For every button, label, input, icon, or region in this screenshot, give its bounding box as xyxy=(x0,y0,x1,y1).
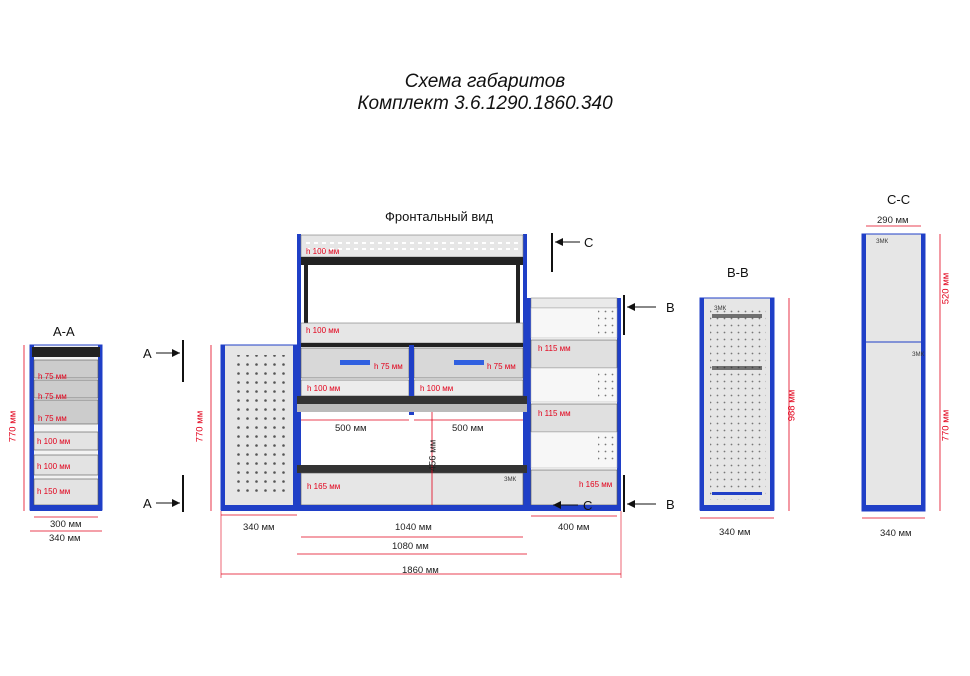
right-drawer-h115-mid: h 115 мм xyxy=(538,409,571,418)
section-mark-a-bottom: А xyxy=(143,496,152,511)
brand-logo-cc-top: ЗМК xyxy=(876,239,889,245)
aa-drawer-h75-1: h 75 мм xyxy=(38,372,67,381)
front-drawer-h100-left: h 100 мм xyxy=(307,384,341,393)
aa-height: 770 мм xyxy=(7,410,19,443)
bb-view-label: B-B xyxy=(727,265,749,280)
front-bottom-h165: h 165 мм xyxy=(307,482,341,491)
aa-width-outer: 340 мм xyxy=(49,533,81,544)
section-mark-b-bottom: B xyxy=(666,497,675,512)
bench-inner-width: 1040 мм xyxy=(395,522,432,533)
left-cabinet-width: 340 мм xyxy=(243,522,275,533)
diagram-subtitle: Комплект 3.6.1290.1860.340 xyxy=(357,93,613,114)
cc-width: 340 мм xyxy=(880,528,912,539)
right-drawer-h115-top: h 115 мм xyxy=(538,344,571,353)
view-bb xyxy=(699,297,790,519)
bench-outer-width: 1080 мм xyxy=(392,541,429,552)
aa-view-label: А-А xyxy=(53,324,75,339)
front-view-label: Фронтальный вид xyxy=(385,209,494,224)
section-mark-b-top: B xyxy=(666,300,675,315)
cc-top-height: 520 мм xyxy=(940,272,952,305)
brand-logo-front: ЗМК xyxy=(504,477,517,483)
front-drawer-h75-left: h 75 мм xyxy=(374,362,403,371)
brand-logo-bb: ЗМК xyxy=(714,306,727,312)
drawer-width-left: 500 мм xyxy=(335,423,367,434)
view-aa xyxy=(23,344,103,532)
view-front xyxy=(210,234,622,578)
section-arrows-b xyxy=(623,295,656,512)
bb-width: 340 мм xyxy=(719,527,751,538)
aa-width-inner: 300 мм xyxy=(50,519,82,530)
front-mid-shelf-h100: h 100 мм xyxy=(306,326,340,335)
bench-clearance: 456 мм xyxy=(427,439,439,472)
section-mark-a-top: А xyxy=(143,346,152,361)
right-cabinet-width: 400 мм xyxy=(558,522,590,533)
view-cc xyxy=(861,225,941,519)
section-mark-c-top: С xyxy=(584,235,594,250)
drawer-width-right: 500 мм xyxy=(452,423,484,434)
aa-drawer-h100-2: h 100 мм xyxy=(37,462,71,471)
diagram-title: Схема габаритов xyxy=(404,71,566,92)
front-height: 770 мм xyxy=(194,410,206,443)
aa-drawer-h75-3: h 75 мм xyxy=(38,414,67,423)
front-drawer-h100-right: h 100 мм xyxy=(420,384,454,393)
brand-logo-cc-bottom: ЗМК xyxy=(912,352,925,358)
aa-drawer-h150: h 150 мм xyxy=(37,487,71,496)
bb-height: 988 мм xyxy=(786,389,798,422)
total-width: 1860 мм xyxy=(402,565,439,576)
section-arrows-a xyxy=(156,340,184,512)
cc-height: 770 мм xyxy=(940,409,952,442)
right-drawer-h165: h 165 мм xyxy=(579,480,613,489)
section-mark-c-bottom: С xyxy=(583,498,593,513)
section-arrows-c xyxy=(551,233,580,509)
aa-drawer-h100-1: h 100 мм xyxy=(37,437,71,446)
aa-drawer-h75-2: h 75 мм xyxy=(38,392,67,401)
front-top-shelf-h100: h 100 мм xyxy=(306,247,340,256)
cc-view-label: С-С xyxy=(887,192,911,207)
front-drawer-h75-right: h 75 мм xyxy=(487,362,516,371)
cc-top-width: 290 мм xyxy=(877,215,909,226)
